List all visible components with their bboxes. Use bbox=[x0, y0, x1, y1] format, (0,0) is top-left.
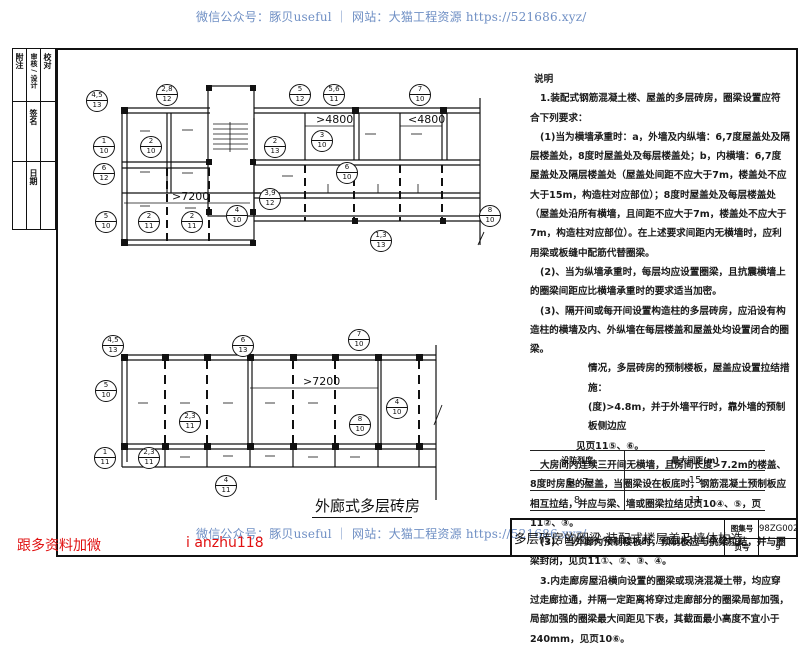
signature-col-1: 附注 bbox=[15, 53, 24, 69]
note-paragraph: (3)、隔开间或每开间设置构造柱的多层砖房，应沿设有构造柱的横墙及内、外纵墙在每… bbox=[530, 305, 790, 356]
dimension-label: >7200 bbox=[303, 375, 341, 388]
page-label: 页号 bbox=[724, 539, 759, 557]
watermark-bottom: 微信公众号：豚贝useful ｜ 网站：大猫工程资源 https://52168… bbox=[196, 527, 587, 541]
atlas-label: 图集号 bbox=[724, 520, 759, 539]
drawing-title: 多层砖房的圈梁·装配式楼屋盖及墙体构造 bbox=[514, 531, 743, 546]
note-paragraph: 3.内走廊房屋沿横向设置的圈梁或现浇混凝土带，均应穿过走廊拉通，并隔一定距离将穿… bbox=[530, 575, 790, 645]
signature-block: 附注 审核 / 设计 校对 签名 日期 bbox=[12, 48, 56, 230]
plan-title: 外廊式多层砖房 bbox=[315, 497, 421, 515]
note-paragraph: 情况，多层砖房的预制楼板，屋盖应设置拉结措施： bbox=[588, 363, 790, 394]
notes-section: 说明 1.装配式钢筋混凝土楼、屋盖的多层砖房，圈梁设置应符合下列要求： (1)当… bbox=[530, 70, 790, 649]
note-paragraph: (3)、当外廊为预制楼板时，预制板应与挑梁拉结，并与圈梁封闭，见页11①、②、③… bbox=[530, 537, 786, 568]
dimension-label: <4800 bbox=[408, 113, 446, 126]
table-row: 6、7 15 bbox=[530, 470, 765, 491]
signature-row-date: 日期 bbox=[29, 169, 38, 185]
signature-col-3: 校对 bbox=[43, 53, 52, 69]
floor-plans-drawing bbox=[121, 85, 485, 500]
red-overlay-left: 跟多资料加微 bbox=[17, 538, 101, 554]
plan-title-underline bbox=[312, 517, 412, 518]
max-spacing-table: 设防烈度 最大间距(m) 6、7 15 8 11 bbox=[530, 450, 765, 511]
watermark-top: 微信公众号：豚贝useful ｜ 网站：大猫工程资源 https://52168… bbox=[196, 10, 587, 24]
note-paragraph: (1)当为横墙承重时：a，外墙及内纵墙：6,7度屋盖处及隔层楼盖处，8度时屋盖处… bbox=[530, 131, 790, 259]
page-number: 9 bbox=[758, 539, 797, 557]
red-overlay-right: i anzhu118 bbox=[186, 535, 264, 551]
title-block: 多层砖房的圈梁·装配式楼屋盖及墙体构造 图集号 98ZG002 页号 9 bbox=[510, 518, 798, 557]
notes-heading: 说明 bbox=[534, 74, 554, 85]
note-paragraph: (2)、当为纵墙承重时，每层均应设置圈梁，且抗震横墙上的圈梁间距应比横墙承重时的… bbox=[530, 266, 786, 298]
note-paragraph: 见页11⑤、⑥。 bbox=[576, 440, 644, 452]
dimension-label: >7200 bbox=[172, 190, 210, 203]
table-row: 8 11 bbox=[530, 490, 765, 511]
table-header: 设防烈度 bbox=[530, 450, 625, 471]
signature-row-sign: 签名 bbox=[29, 109, 38, 125]
dimension-label: >4800 bbox=[316, 113, 354, 126]
drawing-frame bbox=[56, 48, 798, 557]
note-paragraph: 1.装配式钢筋混凝土楼、屋盖的多层砖房，圈梁设置应符合下列要求： bbox=[530, 93, 781, 124]
note-paragraph: (度)>4.8m，并于外墙平行时，靠外墙的预制板侧边应 bbox=[588, 402, 786, 433]
signature-col-2: 审核 / 设计 bbox=[30, 53, 38, 89]
atlas-number: 98ZG002 bbox=[758, 520, 798, 539]
table-header: 最大间距(m) bbox=[624, 450, 765, 471]
